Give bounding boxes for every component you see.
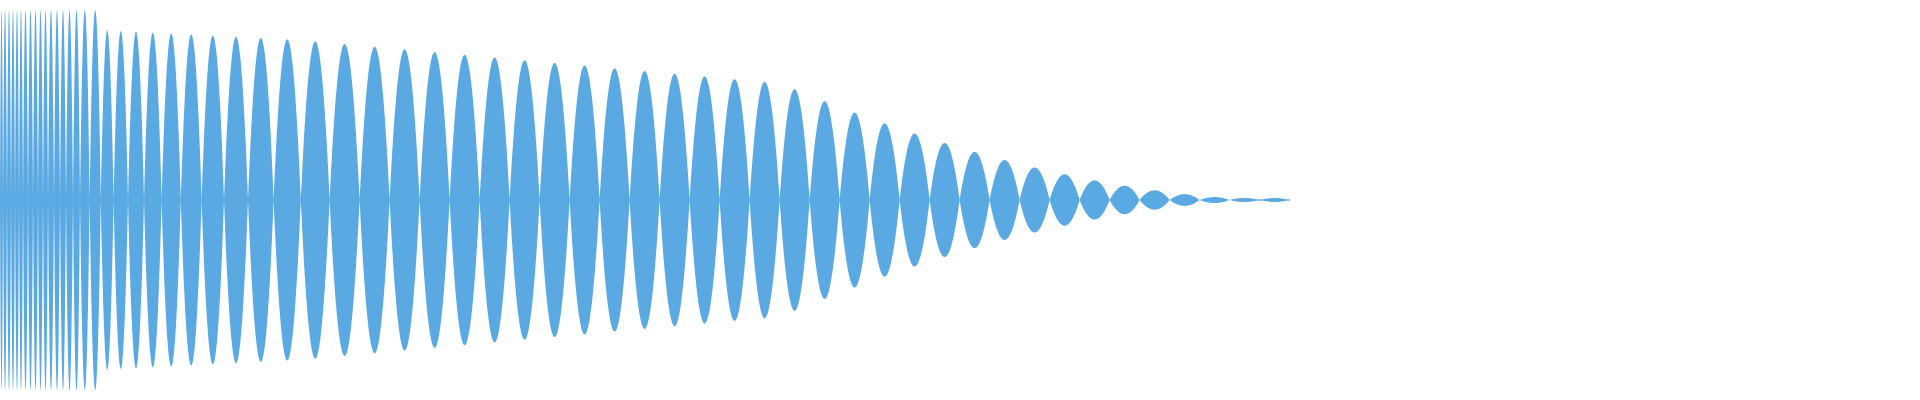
waveform-shape xyxy=(0,10,1290,390)
